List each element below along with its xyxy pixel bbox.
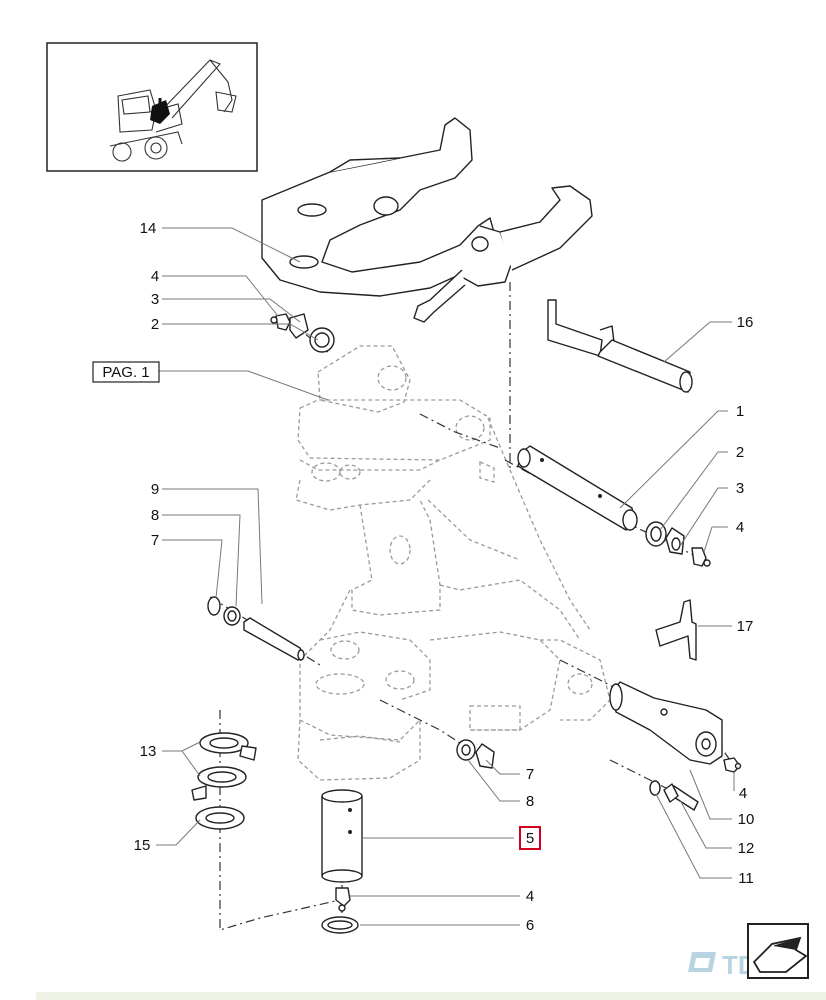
- callout-15: 15: [134, 837, 151, 854]
- machine-thumbnail: [46, 42, 258, 172]
- callout-4-right: 4: [736, 519, 744, 536]
- callout-2-right: 2: [736, 444, 744, 461]
- part-10-pivot-pin: [609, 681, 742, 773]
- callout-13: 13: [140, 743, 157, 760]
- callout-11: 11: [738, 870, 754, 887]
- callout-14: 14: [140, 220, 157, 237]
- parts-13-15-shims: [191, 732, 257, 830]
- callout-labels: 14 4 3 2 16 1 2 3 4 9 8 7 17 13 15 7 8 5…: [134, 220, 755, 934]
- callout-12: 12: [738, 840, 755, 857]
- leader-lines: [156, 227, 735, 926]
- callout-4-lower-right: 4: [739, 785, 747, 802]
- parts-middle-washers: [456, 739, 495, 769]
- callout-6: 6: [526, 917, 534, 934]
- callout-2-upper: 2: [151, 316, 159, 333]
- next-page-icon[interactable]: [747, 923, 809, 979]
- callout-7-left: 7: [151, 532, 159, 549]
- callout-17: 17: [737, 618, 754, 635]
- parts-right-washers: [645, 521, 711, 567]
- part-16-locking-pin: [547, 299, 693, 393]
- page-reference-label: PAG. 1: [102, 364, 149, 381]
- callout-8-right: 8: [526, 793, 534, 810]
- page-reference-box[interactable]: PAG. 1: [92, 361, 160, 383]
- callout-7-right: 7: [526, 766, 534, 783]
- parts-left-pin-group: [207, 596, 305, 661]
- callout-4-upper: 4: [151, 268, 159, 285]
- part-17-bracket: [655, 599, 697, 661]
- parts-upper-left-fittings: [270, 313, 335, 353]
- callout-1: 1: [736, 403, 744, 420]
- callout-3-upper: 3: [151, 291, 159, 308]
- axis-lines: [209, 282, 731, 931]
- callout-10: 10: [738, 811, 755, 828]
- swing-frame-phantom: [295, 345, 611, 781]
- callout-16: 16: [737, 314, 754, 331]
- callout-9: 9: [151, 481, 159, 498]
- callout-3-right: 3: [736, 480, 744, 497]
- parts-11-12-bolt: [649, 780, 699, 811]
- part-14-swing-bracket: [261, 117, 593, 323]
- highlight-box-5: [519, 826, 541, 850]
- part-1-pin: [517, 445, 638, 531]
- part-5-king-pin: [321, 789, 363, 934]
- callout-8-left: 8: [151, 507, 159, 524]
- footer-band: [36, 992, 826, 1000]
- callout-4-lower: 4: [526, 888, 534, 905]
- callout-5[interactable]: 5: [526, 830, 534, 847]
